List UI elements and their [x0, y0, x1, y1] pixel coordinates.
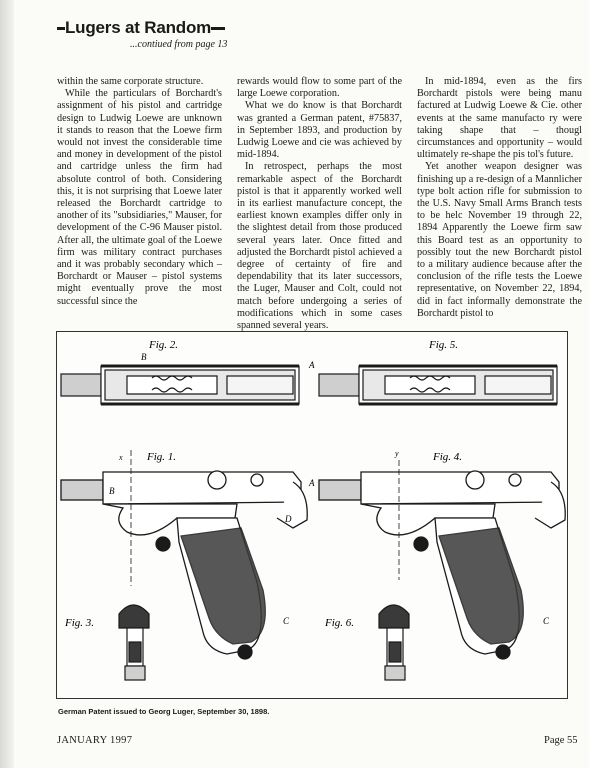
col3-para-1: In mid-1894, even as the firs Borchardt … — [417, 76, 582, 161]
fig3-drawing — [118, 604, 150, 681]
letter-y-fig4: y — [394, 449, 399, 458]
col2-para-2: What we do know is that Borchardt was gr… — [237, 100, 402, 161]
col1-para-2: While the particulars of Borchardt's ass… — [57, 88, 222, 307]
label-fig3: Fig. 3. — [64, 617, 94, 629]
col2-para-1: rewards would flow to some part of the l… — [237, 76, 402, 100]
article-header: Lugers at Random ...contiued from page 1… — [57, 18, 257, 50]
letter-d-fig1: D — [284, 514, 292, 524]
patent-drawing: Fig. 2. Fig. 5. Fig. 1. Fig. 4. Fig. 3. … — [60, 339, 566, 681]
header-title-text: Lugers at Random — [65, 18, 212, 37]
letter-c-fig4: C — [543, 616, 550, 626]
letter-c-fig1: C — [283, 616, 290, 626]
header-rule-right — [211, 26, 226, 30]
label-fig6: Fig. 6. — [324, 617, 354, 629]
col1-para-1: within the same corporate structure. — [57, 76, 204, 87]
fig2-drawing — [60, 364, 300, 406]
label-fig1: Fig. 1. — [146, 451, 176, 463]
page-spine-shadow — [0, 0, 14, 768]
fig5-drawing — [318, 364, 558, 406]
label-fig5: Fig. 5. — [428, 339, 458, 351]
footer-page-number: Page 55 — [544, 735, 578, 746]
header-title: Lugers at Random — [57, 18, 257, 38]
col3-para-2: Yet another weapon designer was finishin… — [417, 161, 582, 319]
continued-note: ...contiued from page 13 — [130, 39, 228, 50]
label-fig4: Fig. 4. — [432, 451, 462, 463]
patent-drawing-figure: Fig. 2. Fig. 5. Fig. 1. Fig. 4. Fig. 3. … — [56, 331, 568, 699]
header-rule-left — [57, 26, 65, 30]
column-1: within the same corporate structure. Whi… — [57, 76, 222, 332]
letter-b-fig2: B — [141, 352, 147, 362]
column-2: rewards would flow to some part of the l… — [237, 76, 402, 332]
fig1-pistol — [60, 450, 308, 660]
footer-date: JANUARY 1997 — [57, 735, 133, 746]
letter-x-fig1: x — [118, 453, 123, 462]
fig4-pistol — [318, 460, 566, 660]
fig6-drawing — [378, 604, 410, 681]
label-fig2: Fig. 2. — [148, 339, 178, 351]
letter-b-fig1: B — [109, 486, 115, 496]
article-columns: within the same corporate structure. Whi… — [57, 76, 582, 332]
column-3: In mid-1894, even as the firs Borchardt … — [417, 76, 582, 332]
figure-caption: German Patent issued to Georg Luger, Sep… — [58, 707, 270, 716]
letter-a-fig4: A — [308, 478, 315, 488]
col2-para-3: In retrospect, perhaps the most remarkab… — [237, 161, 402, 332]
letter-a-fig5: A — [308, 360, 315, 370]
